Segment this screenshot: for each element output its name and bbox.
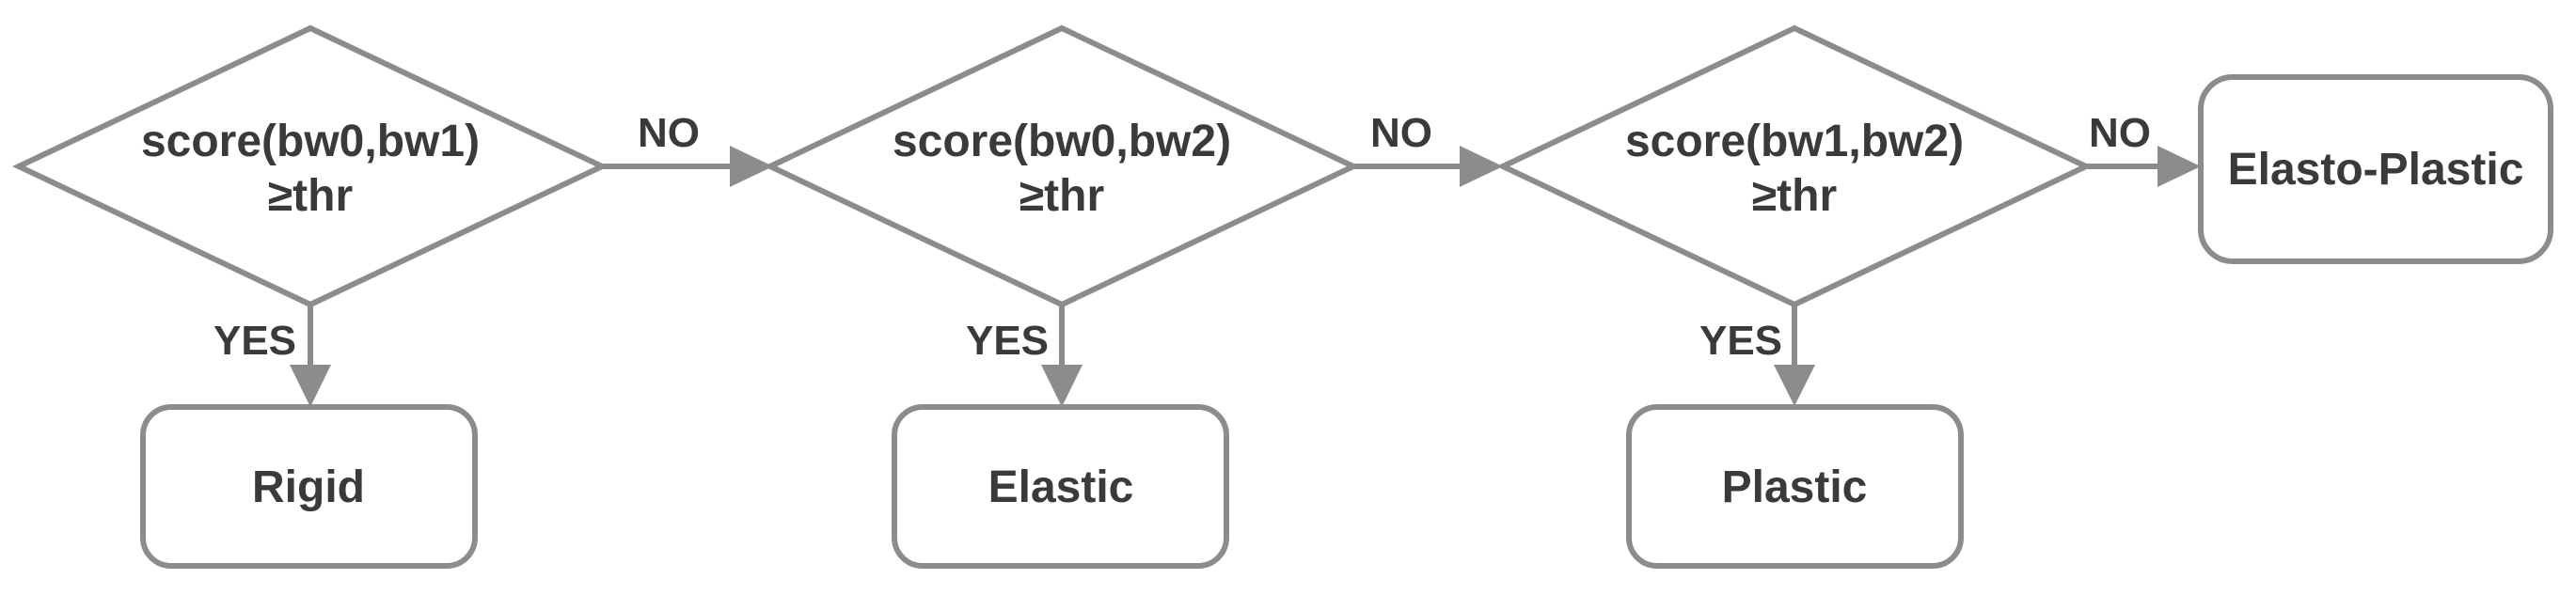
decision-2-condition-line2: ≥thr [1019, 171, 1104, 221]
decision-node-1: score(bw0,bw1) ≥thr [11, 24, 609, 308]
edge-yes-1: YES [213, 303, 331, 407]
outcome-elastic-label: Elastic [988, 462, 1134, 512]
edge-yes-3-arrowhead-icon [1774, 365, 1815, 406]
outcome-rigid-label: Rigid [252, 462, 365, 512]
decision-node-2: score(bw0,bw2) ≥thr [763, 24, 1361, 308]
outcome-node-rigid: Rigid [140, 404, 478, 569]
outcome-plastic-box [1626, 404, 1964, 569]
decision-3-condition-line1: score(bw1,bw2) [1625, 117, 1964, 166]
decision-1-condition-line2: ≥thr [268, 171, 353, 221]
decision-3-diamond [1495, 24, 2094, 308]
outcome-plastic-label: Plastic [1722, 462, 1868, 512]
outcome-node-elastic: Elastic [892, 404, 1229, 569]
edge-yes-3: YES [1699, 305, 1815, 406]
edge-yes-2: YES [966, 305, 1083, 407]
edge-yes-3-label: YES [1699, 318, 1782, 364]
edge-no-1-arrowhead-icon [730, 146, 773, 187]
outcome-elastic-box [892, 404, 1229, 569]
outcome-elasto-plastic-label: Elasto-Plastic [2228, 145, 2524, 195]
outcome-elasto-plastic-box [2198, 74, 2553, 264]
edge-no-3-arrowhead-icon [2157, 146, 2201, 187]
outcome-node-plastic: Plastic [1626, 404, 1964, 569]
edge-no-3: NO [2086, 110, 2201, 187]
outcome-node-elasto-plastic: Elasto-Plastic [2198, 74, 2553, 264]
decision-1-diamond [11, 24, 609, 308]
decision-3-condition-line2: ≥thr [1752, 171, 1837, 221]
edge-no-1: NO [602, 110, 773, 187]
edge-no-2: NO [1353, 110, 1503, 187]
decision-2-condition-line1: score(bw0,bw2) [893, 117, 1231, 166]
edge-yes-1-label: YES [213, 318, 296, 364]
edge-yes-2-arrowhead-icon [1041, 365, 1083, 407]
edge-no-2-label: NO [1370, 110, 1432, 156]
outcome-rigid-box [140, 404, 478, 569]
edge-no-3-label: NO [2089, 110, 2151, 156]
decision-2-diamond [763, 24, 1361, 308]
edge-yes-1-arrowhead-icon [290, 365, 331, 407]
decision-1-condition-line1: score(bw0,bw1) [141, 117, 480, 166]
edge-yes-2-label: YES [966, 318, 1049, 364]
edge-no-1-label: NO [638, 110, 700, 156]
edge-no-2-arrowhead-icon [1460, 146, 1503, 187]
decision-node-3: score(bw1,bw2) ≥thr [1495, 24, 2094, 308]
